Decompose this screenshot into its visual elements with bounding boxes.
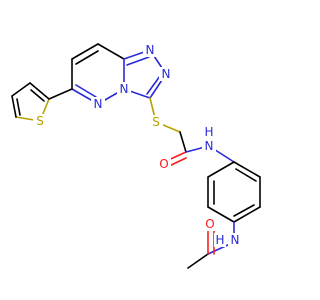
atom-label: N bbox=[146, 43, 155, 57]
atom-label: O bbox=[205, 217, 214, 231]
bond bbox=[207, 206, 235, 223]
atom-s-thioether: S bbox=[149, 115, 163, 129]
atom-s-thiophene: S bbox=[33, 114, 47, 128]
bond bbox=[30, 89, 45, 102]
bond bbox=[235, 168, 257, 182]
structure-diagram: N N N N S S O bbox=[11, 43, 261, 269]
atom-o-acetamide: O bbox=[203, 217, 217, 231]
atom-label: N bbox=[231, 233, 240, 247]
molecule-canvas: N N N N S S O bbox=[11, 43, 261, 269]
atom-nh-acetamide: N H bbox=[214, 233, 242, 247]
atom-label: H bbox=[204, 125, 213, 139]
bond bbox=[75, 50, 99, 65]
atom-label: N bbox=[120, 82, 129, 96]
atom-o-amide: O bbox=[157, 157, 171, 171]
bond bbox=[97, 43, 125, 60]
atom-label: N bbox=[94, 97, 103, 111]
bond bbox=[29, 82, 50, 100]
bond bbox=[146, 75, 161, 95]
atom-n-triazole-top: N bbox=[143, 43, 157, 57]
atom-layer: N N N N S S O bbox=[33, 43, 242, 247]
atom-label: S bbox=[152, 115, 160, 129]
bond bbox=[75, 84, 97, 98]
atom-label: N bbox=[205, 139, 214, 153]
bond bbox=[11, 82, 31, 97]
bond bbox=[71, 43, 99, 60]
bond bbox=[233, 204, 255, 217]
bond bbox=[233, 161, 261, 178]
bond bbox=[126, 56, 150, 66]
bond bbox=[11, 95, 17, 118]
bond bbox=[233, 206, 261, 223]
bond bbox=[187, 253, 209, 269]
atom-n-triazole-right: N bbox=[159, 67, 173, 81]
atom-label: H bbox=[215, 233, 224, 247]
atom-label: N bbox=[162, 67, 171, 81]
bond bbox=[207, 161, 235, 178]
bond bbox=[48, 88, 73, 100]
atom-nh-amide: N H bbox=[202, 125, 216, 153]
atom-label: S bbox=[36, 114, 44, 128]
atom-n-bridge: N bbox=[117, 82, 131, 96]
atom-n-pyridazine: N bbox=[91, 97, 105, 111]
bond bbox=[207, 243, 231, 255]
atom-label: O bbox=[159, 157, 168, 171]
bond bbox=[16, 98, 21, 116]
bond bbox=[179, 131, 187, 153]
